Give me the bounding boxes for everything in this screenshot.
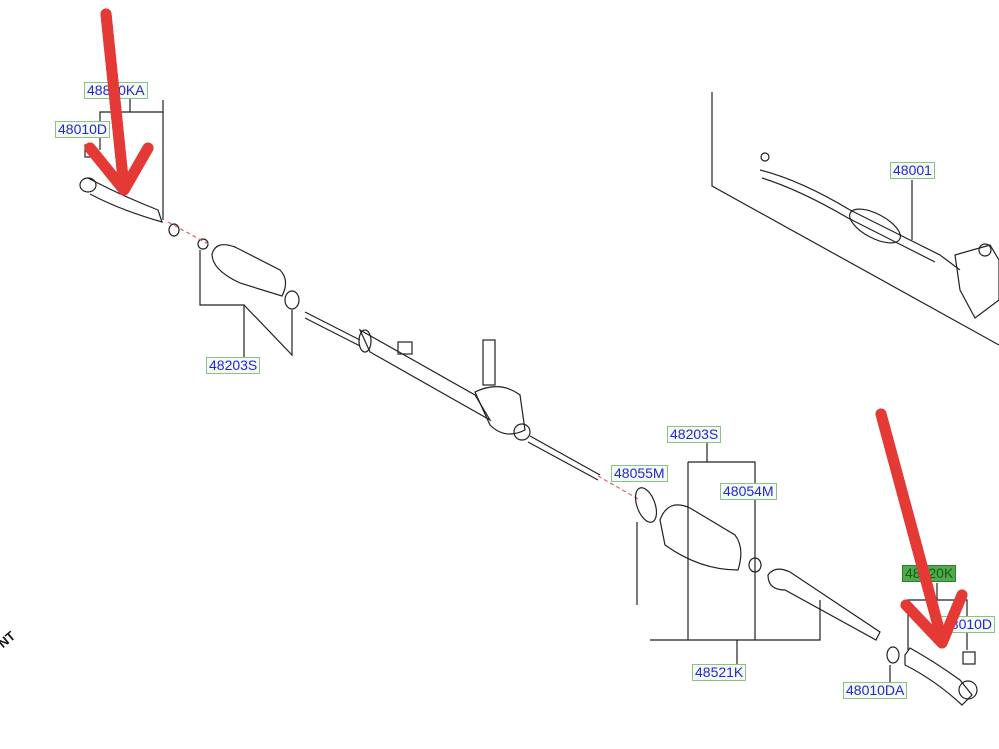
boot-cap [886, 646, 900, 664]
right-boot [659, 504, 742, 571]
left-nut [168, 223, 180, 237]
label-gear-assembly[interactable]: 48001 [890, 162, 935, 179]
inner-tie-rod [767, 568, 881, 641]
left-red-arrow-icon [84, 8, 154, 196]
right-nut [962, 651, 976, 665]
inset-gear-assembly [759, 152, 999, 319]
large-clamp [634, 487, 658, 523]
label-inner-tie-rod[interactable]: 48521K [692, 664, 747, 681]
label-tie-rod-end-left[interactable]: 48820KA [84, 82, 148, 99]
label-nut-right[interactable]: 48010D [940, 616, 996, 633]
label-nut-left[interactable]: 48010D [55, 121, 111, 138]
label-boot-right[interactable]: 48203S [667, 426, 722, 443]
label-clamp-small[interactable]: 48054M [720, 483, 777, 500]
label-tie-rod-end-right[interactable]: 48520K [902, 565, 957, 582]
left-boot [211, 244, 287, 297]
right-red-arrow-icon [875, 408, 968, 649]
label-boot-cap[interactable]: 48010DA [843, 682, 908, 699]
left-clip [197, 238, 209, 250]
inset-frame [711, 92, 999, 346]
left-band [284, 290, 300, 310]
right-tie-rod-end [904, 647, 973, 706]
label-clamp-large[interactable]: 48055M [611, 465, 668, 482]
label-boot-left[interactable]: 48203S [206, 357, 261, 374]
rack-housing [304, 311, 601, 481]
